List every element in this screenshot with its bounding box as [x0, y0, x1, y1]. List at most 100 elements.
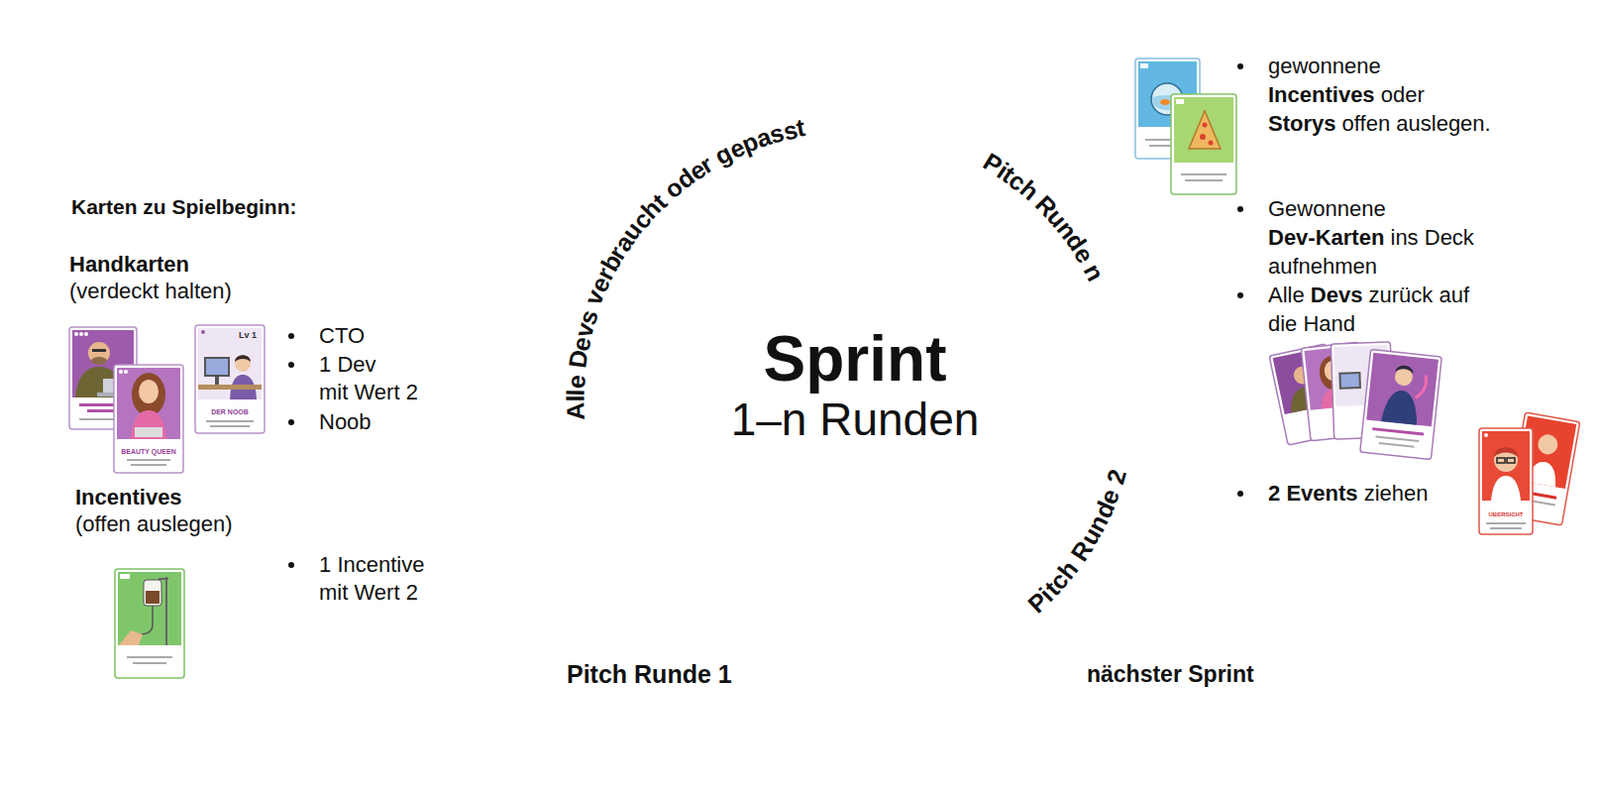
- text-run: Events: [1285, 480, 1358, 506]
- text-run: 2: [406, 379, 419, 405]
- incentive-card-part: [119, 573, 130, 579]
- label-slot: Lv 1: [238, 330, 257, 340]
- cto-card-part: [75, 366, 125, 398]
- dev-card-fan: [1269, 341, 1442, 459]
- text-run: Incentive: [336, 551, 425, 577]
- event-cards-part: [1506, 412, 1581, 526]
- text-run: auf: [1438, 282, 1470, 308]
- dev-card-fan-part-part: [1319, 386, 1352, 409]
- bullet-dot: [288, 561, 295, 568]
- dev-card-fan-part-part: [1338, 371, 1362, 390]
- noob-card-part: [206, 358, 228, 375]
- dev-card-fan-part-part: [1323, 359, 1342, 382]
- text-run: Deck: [1424, 224, 1475, 250]
- bullet-item: Gewonnene Dev-Karten ins Deck aufnehmen: [1268, 194, 1475, 281]
- dev-card-fan-part-part: [1381, 388, 1420, 426]
- text-slot: Alle Devs zurück auf die Hand: [1268, 280, 1470, 338]
- pizza-card-part: [1184, 179, 1223, 182]
- text-slot: 1 Dev mit Wert 2: [319, 350, 419, 407]
- text-run: Dev-Karten: [1268, 224, 1385, 250]
- section-note: (offen auslegen): [75, 510, 233, 538]
- text-run: ins: [1390, 224, 1419, 250]
- pizza-card-part: [1199, 133, 1206, 140]
- beauty-queen-card-part: [118, 369, 123, 374]
- cto-card-part: [87, 409, 119, 413]
- event-cards-part: [1490, 527, 1522, 530]
- bullet-item: CTO: [319, 321, 365, 350]
- beauty-queen-card-part: [113, 364, 184, 473]
- noob-card-part: [206, 420, 254, 423]
- noob-card-part: [210, 425, 250, 427]
- beauty-queen-card-part: [134, 426, 163, 437]
- text-run: zurück: [1369, 282, 1434, 308]
- glyph: n: [1079, 260, 1109, 286]
- cto-card-part: [91, 356, 107, 365]
- event-cards-part: [1496, 457, 1505, 463]
- incentive-card-part: [126, 655, 173, 658]
- noob-card-part: [214, 376, 219, 385]
- noob-card-part: [201, 329, 206, 334]
- setup-panel: Karten zu Spielbeginn:Handkarten(verdeck…: [42, 153, 516, 707]
- fishbowl-card-part: [1145, 138, 1191, 141]
- event-cards: [1479, 412, 1581, 534]
- dev-card-fan-part-part: [1300, 341, 1369, 441]
- text-run: Wert: [353, 579, 400, 605]
- text-run: die: [1268, 311, 1297, 336]
- dev-card-fan-part-part: [1368, 368, 1383, 383]
- section-note: (verdeckt halten): [69, 277, 232, 306]
- glyph: l: [562, 395, 588, 403]
- text-slot: CTO: [319, 321, 365, 350]
- text-run: Gewonnene: [1268, 196, 1387, 221]
- dev-card-fan-part-part: [1365, 385, 1389, 406]
- dev-card-fan-part-part: [1269, 343, 1345, 445]
- event-cards-part: [1493, 446, 1518, 457]
- cto-card-part: [72, 329, 134, 398]
- event-cards-part: [1479, 427, 1533, 534]
- text-run: Dev: [336, 351, 376, 377]
- text-slot: (offen auslegen): [75, 510, 233, 538]
- text-run: Storys: [1268, 110, 1336, 136]
- bullet-dot: [288, 419, 295, 426]
- text-slot: nächster Sprint: [1086, 660, 1255, 689]
- panel-ground: [42, 153, 516, 707]
- glyph: e: [563, 373, 590, 389]
- dev-card-fan-part-part: [1379, 441, 1415, 448]
- bullet-dot: [288, 332, 295, 339]
- text-slot: 1 Incentive mit Wert 2: [319, 550, 425, 607]
- dev-card-fan-part-part: [1330, 341, 1393, 439]
- cto-card-part: [103, 378, 129, 395]
- event-cards-part-part: [1520, 489, 1557, 499]
- beauty-queen-card-part: [126, 458, 171, 461]
- glyph: l: [562, 388, 588, 397]
- arrow-outline: [966, 602, 1526, 747]
- incentive-card-part: [138, 605, 153, 635]
- dev-card-fan-part-part: [1304, 345, 1363, 411]
- text-run: oder: [1381, 82, 1425, 107]
- text-run: Incentives: [1268, 82, 1376, 107]
- dev-card-fan-part-part: [1372, 426, 1424, 435]
- sprint-end-bubble: gewonnene Incentives oder Storys offen a…: [1216, 45, 1554, 609]
- card-title: BEAUTY QUEEN: [120, 447, 177, 455]
- fishbowl-card-part: [1152, 95, 1182, 110]
- arrow-outline: [469, 634, 914, 714]
- beauty-queen-card-part: [123, 369, 128, 374]
- card-title: DER NOOB: [211, 408, 249, 416]
- dev-card-fan-part-part: [1291, 364, 1313, 386]
- noob-card: [195, 324, 265, 433]
- next-sprint-arrow: nächster Sprint: [957, 592, 1536, 757]
- card-title: ÜBERSICHT: [1488, 511, 1523, 518]
- text-slot: Pitch Runde n: [893, 88, 1024, 225]
- label-slot: BEAUTY QUEEN: [120, 447, 177, 455]
- dev-card-fan-part: [1269, 343, 1345, 445]
- text-slot: 2 Events ziehen: [1268, 478, 1429, 508]
- pizza-card: [1171, 94, 1237, 195]
- dev-card-fan-part-part: [1394, 364, 1414, 374]
- event-cards-part-part: [1536, 432, 1560, 456]
- text-slot: Alle Devs verbraucht oder gepasst: [526, 74, 770, 380]
- center-title: Sprint: [763, 326, 948, 391]
- cto-card-part: [79, 403, 127, 407]
- beauty-queen-card: [113, 364, 184, 473]
- cto-card-part: [88, 341, 110, 364]
- text-slot: Incentives: [75, 483, 183, 512]
- pizza-card-part: [1173, 97, 1234, 163]
